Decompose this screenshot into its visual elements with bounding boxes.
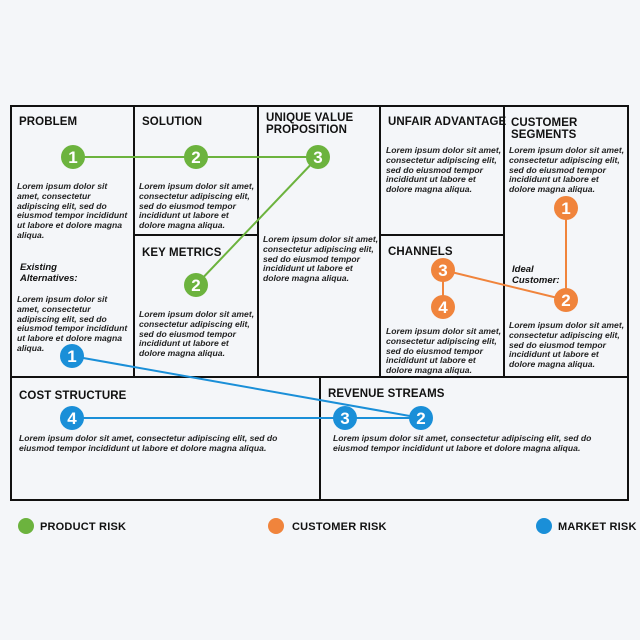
ideal-customer-label: Ideal Customer:	[512, 264, 560, 286]
product-risk-legend-label: PRODUCT RISK	[40, 521, 127, 533]
customer-marker-4-label: 4	[438, 298, 448, 317]
uvp-title: UNIQUE VALUE PROPOSITION	[266, 112, 354, 136]
product-marker-2-label: 2	[191, 148, 200, 167]
solution-block	[133, 105, 259, 236]
ideal-customer-text: Lorem ipsum dolor sit amet, consectetur …	[509, 320, 625, 370]
unfair-advantage-block	[379, 105, 505, 236]
problem-text: Lorem ipsum dolor sit amet, consectetur …	[17, 181, 128, 240]
channels-title: CHANNELS	[388, 246, 453, 258]
revenue-streams-title: REVENUE STREAMS	[328, 388, 445, 400]
customer-marker-1: 1	[554, 196, 578, 220]
market-risk-legend-label: MARKET RISK	[558, 521, 637, 533]
market-marker-4: 4	[60, 406, 84, 430]
customer-marker-1-label: 1	[561, 199, 570, 218]
market-marker-3: 3	[333, 406, 357, 430]
market-marker-2: 2	[409, 406, 433, 430]
customer-marker-3: 3	[431, 258, 455, 282]
problem-title: PROBLEM	[19, 116, 78, 128]
key-metrics-text: Lorem ipsum dolor sit amet, consectetur …	[139, 309, 255, 359]
product-marker-metrics: 2	[184, 273, 208, 297]
product-marker-metrics-label: 2	[191, 276, 200, 295]
product-marker-2: 2	[184, 145, 208, 169]
unfair-advantage-text: Lorem ipsum dolor sit amet, consectetur …	[386, 145, 502, 195]
product-link-3-2b	[195, 156, 319, 286]
key-metrics-title: KEY METRICS	[142, 247, 222, 259]
revenue-streams-block	[319, 376, 629, 501]
customer-marker-3-label: 3	[438, 261, 447, 280]
customer-marker-2-label: 2	[561, 291, 570, 310]
market-marker-3-label: 3	[340, 409, 349, 428]
customer-marker-4: 4	[431, 295, 455, 319]
cost-structure-title: COST STRUCTURE	[19, 390, 127, 402]
market-marker-4-label: 4	[67, 409, 77, 428]
customer-segments-title: CUSTOMER SEGMENTS	[511, 117, 578, 141]
product-risk-legend-dot	[18, 518, 34, 534]
market-marker-1-label: 1	[67, 347, 76, 366]
product-marker-1-label: 1	[68, 148, 77, 167]
channels-text: Lorem ipsum dolor sit amet, consectetur …	[386, 326, 502, 376]
uvp-text: Lorem ipsum dolor sit amet, consectetur …	[263, 234, 379, 284]
market-marker-1: 1	[60, 344, 84, 368]
revenue-streams-text: Lorem ipsum dolor sit amet, consectetur …	[333, 433, 592, 453]
product-marker-1: 1	[61, 145, 85, 169]
customer-risk-legend-dot	[268, 518, 284, 534]
market-link-1-2	[71, 355, 422, 419]
product-marker-3-label: 3	[313, 148, 322, 167]
customer-segments-text: Lorem ipsum dolor sit amet, consectetur …	[509, 145, 625, 195]
customer-marker-2: 2	[554, 288, 578, 312]
problem-alternatives-text: Lorem ipsum dolor sit amet, consectetur …	[17, 294, 128, 353]
product-marker-3: 3	[306, 145, 330, 169]
customer-link-2-3	[442, 269, 567, 301]
cost-structure-block	[10, 376, 321, 501]
solution-title: SOLUTION	[142, 116, 203, 128]
existing-alternatives-label: Existing Alternatives:	[20, 262, 78, 284]
solution-text: Lorem ipsum dolor sit amet, consectetur …	[139, 181, 255, 231]
market-risk-legend-dot	[536, 518, 552, 534]
customer-risk-legend-label: CUSTOMER RISK	[292, 521, 387, 533]
unfair-advantage-title: UNFAIR ADVANTAGE	[388, 116, 507, 128]
cost-structure-text: Lorem ipsum dolor sit amet, consectetur …	[19, 433, 278, 453]
market-marker-2-label: 2	[416, 409, 425, 428]
